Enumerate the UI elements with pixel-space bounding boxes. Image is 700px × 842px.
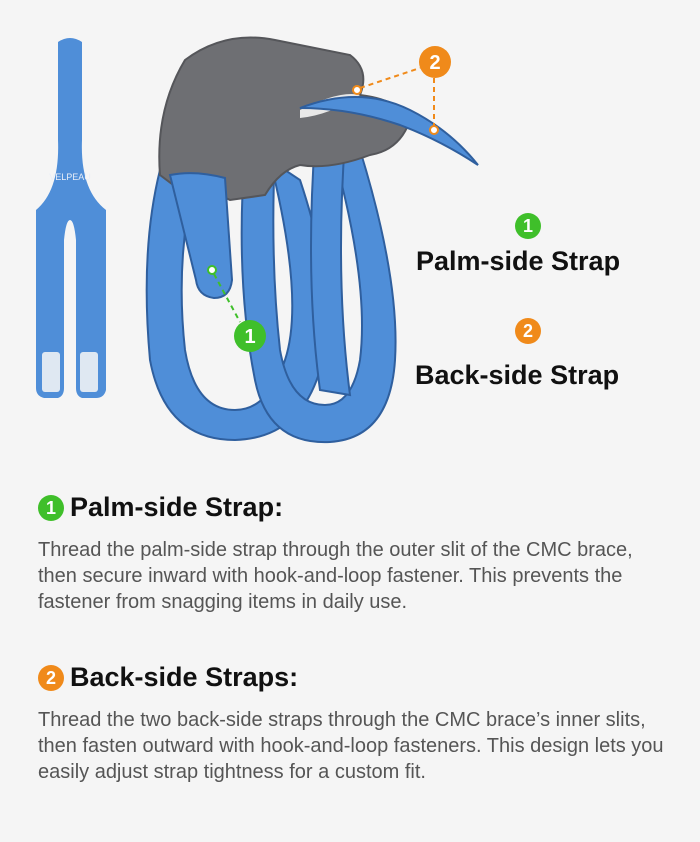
strap-loops (145, 138, 397, 444)
back-callout-badge (419, 46, 451, 78)
palm-section: 1 Palm-side Strap: Thread the palm-side … (38, 492, 668, 615)
back-section-badge: 2 (38, 664, 64, 691)
legend-palm-badge: 1 (515, 213, 541, 239)
palm-section-head: 1 Palm-side Strap: (38, 492, 668, 523)
back-callout-number: 2 (429, 52, 440, 74)
brace-body (158, 36, 479, 300)
palm-callout: 1 (207, 265, 266, 352)
back-section-body: Thread the two back-side straps through … (38, 709, 664, 783)
palm-callout-number: 1 (244, 326, 255, 348)
back-section: 2 Back-side Straps: Thread the two back-… (38, 662, 668, 785)
brand-text: VELPEAU (49, 172, 91, 182)
split-strap: VELPEAU (36, 38, 106, 398)
legend-palm-label: Palm-side Strap (416, 246, 621, 276)
legend-back-badge: 2 (515, 318, 541, 344)
legend-back-label: Back-side Strap (415, 360, 620, 390)
back-section-head: 2 Back-side Straps: (38, 662, 668, 693)
brace-illustration: VELPEAU 1 2 (36, 36, 479, 444)
palm-section-badge: 1 (38, 494, 64, 521)
palm-section-body: Thread the palm-side strap through the o… (38, 539, 633, 613)
palm-callout-badge (234, 320, 266, 352)
back-section-title: Back-side Straps: (70, 662, 299, 692)
palm-section-title: Palm-side Strap: (70, 492, 284, 522)
back-callout: 2 (352, 46, 451, 135)
